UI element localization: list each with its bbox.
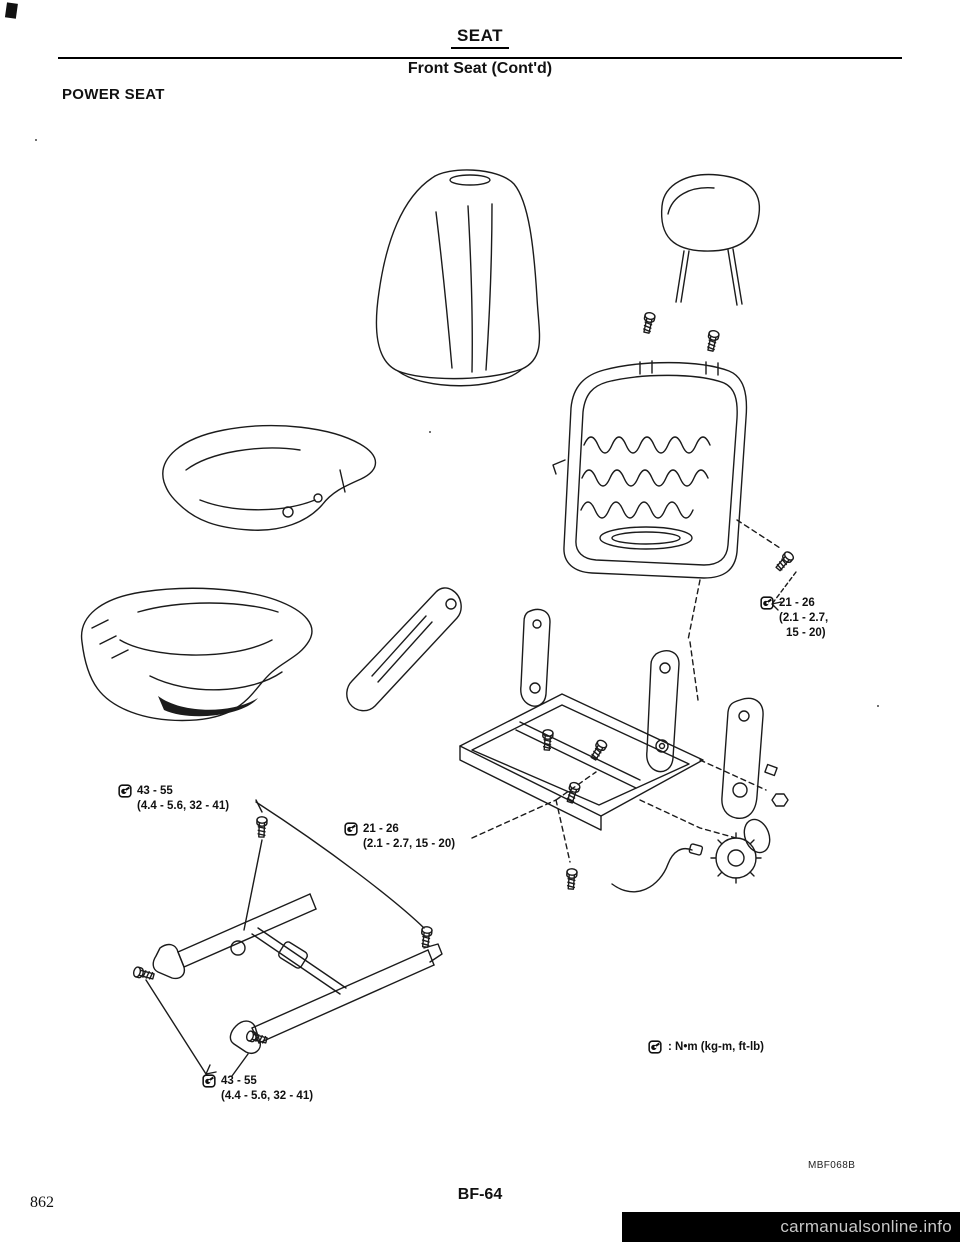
torque-value: 21 - 26 [779, 597, 815, 609]
watermark-text: carmanualsonline.info [780, 1217, 952, 1236]
torque-value: 43 - 55 [137, 785, 173, 797]
recliner-knob-art [710, 697, 789, 884]
page-title-text: SEAT [450, 26, 510, 49]
page-subtitle: Front Seat (Cont'd) [407, 60, 553, 77]
scan-artifact [4, 2, 18, 19]
torque-callout-rail: 43 - 55 (4.4 - 5.6, 32 - 41) [202, 1074, 313, 1104]
torque-callout-front-bolt: 43 - 55 (4.4 - 5.6, 32 - 41) [118, 784, 229, 814]
torque-value: 21 - 26 [363, 823, 399, 835]
section-title: POWER SEAT [62, 86, 165, 103]
adjuster-frame-art [459, 608, 704, 831]
seatback-frame-art [552, 360, 748, 579]
recliner-arm-art [346, 587, 462, 712]
torque-callout-frame: 21 - 26 (2.1 - 2.7, 15 - 20) [344, 822, 455, 852]
header-rule [58, 57, 902, 59]
slide-rails-art [152, 893, 443, 1054]
manual-page-code: BF-64 [457, 1186, 503, 1203]
power-cable-art [611, 847, 693, 893]
torque-wrench-icon [202, 1074, 216, 1089]
torque-detail: 15 - 20) [786, 626, 826, 639]
figure-code: MBF068B [808, 1160, 856, 1171]
seatback-cover-art [375, 169, 541, 387]
torque-detail: (2.1 - 2.7, [779, 611, 829, 624]
torque-wrench-icon [760, 596, 774, 611]
page-title: SEAT [0, 26, 960, 49]
watermark-bar: carmanualsonline.info [622, 1212, 960, 1242]
cushion-pad-art [162, 424, 377, 531]
torque-legend-text: : N•m (kg-m, ft-lb) [668, 1041, 765, 1053]
torque-detail: (2.1 - 2.7, 15 - 20) [363, 837, 456, 850]
torque-detail: (4.4 - 5.6, 32 - 41) [221, 1089, 314, 1102]
cushion-trim-art [80, 587, 313, 722]
torque-wrench-icon [648, 1040, 662, 1054]
torque-value: 43 - 55 [221, 1075, 257, 1087]
headrest-art [660, 173, 761, 306]
book-page-number: 862 [30, 1194, 54, 1211]
torque-wrench-icon [118, 784, 132, 799]
torque-legend: : N•m (kg-m, ft-lb) [648, 1040, 764, 1054]
torque-wrench-icon [344, 822, 358, 837]
torque-callout-seatback: 21 - 26 (2.1 - 2.7, 15 - 20) [760, 596, 828, 641]
torque-detail: (4.4 - 5.6, 32 - 41) [137, 799, 230, 812]
